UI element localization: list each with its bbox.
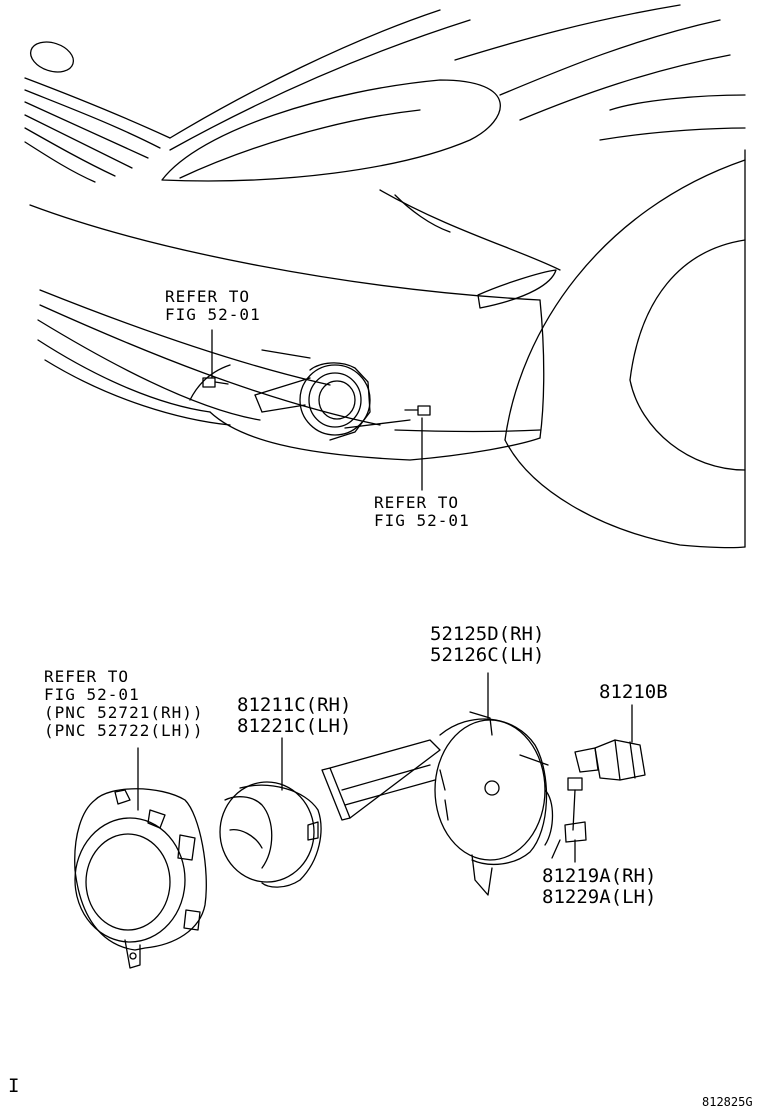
refer-top-right-line2: FIG 52-01: [374, 511, 470, 530]
refer-label-top-left: REFER TO FIG 52-01: [165, 288, 261, 324]
refer-top-left-line1: REFER TO: [165, 287, 251, 306]
part-bracket-rh: 52125D(RH): [430, 623, 545, 645]
corner-mark: I: [8, 1075, 20, 1097]
part-bulb-code: 81210B: [599, 681, 668, 703]
wheel-arch: [504, 159, 746, 441]
part-label-socket: 81219A(RH) 81229A(LH): [542, 866, 656, 908]
refer-label-bezel: REFER TO FIG 52-01 (PNC 52721(RH)) (PNC …: [44, 668, 204, 740]
part-socket-lh: 81229A(LH): [542, 886, 657, 908]
refer-label-top-right: REFER TO FIG 52-01: [374, 494, 470, 530]
hood-emblem-oval: [29, 41, 75, 73]
part-bracket-lh: 52126C(LH): [430, 644, 545, 666]
part-label-bracket: 52125D(RH) 52126C(LH): [430, 624, 544, 666]
fog-lamp-bracket-illustration: [321, 672, 554, 896]
part-fog-lamp-rh: 81211C(RH): [237, 694, 352, 716]
fog-lamp-mounted-illustration: [254, 349, 411, 441]
headlight-outline: [161, 79, 501, 182]
socket-wire-illustration: [551, 777, 587, 863]
car-front-body-illustration: [24, 4, 746, 549]
refer-bezel-line4: (PNC 52722(LH)): [44, 721, 204, 740]
part-socket-rh: 81219A(RH): [542, 865, 657, 887]
figure-id: 812825G: [702, 1095, 753, 1109]
fog-lamp-unit-illustration: [219, 737, 322, 888]
refer-bezel-line1: REFER TO: [44, 667, 130, 686]
part-label-bulb: 81210B: [599, 682, 668, 703]
refer-top-right-line1: REFER TO: [374, 493, 460, 512]
bolt-left: [202, 377, 229, 388]
refer-top-left-line2: FIG 52-01: [165, 305, 261, 324]
bulb-illustration: [574, 704, 646, 781]
bolt-right: [404, 405, 431, 416]
refer-bezel-line2: FIG 52-01: [44, 685, 140, 704]
part-label-fog-lamp: 81211C(RH) 81221C(LH): [237, 695, 351, 737]
part-fog-lamp-lh: 81221C(LH): [237, 715, 352, 737]
side-marker-lamp: [477, 269, 557, 309]
refer-bezel-line3: (PNC 52721(RH)): [44, 703, 204, 722]
fog-lamp-bezel-illustration: [74, 747, 207, 969]
